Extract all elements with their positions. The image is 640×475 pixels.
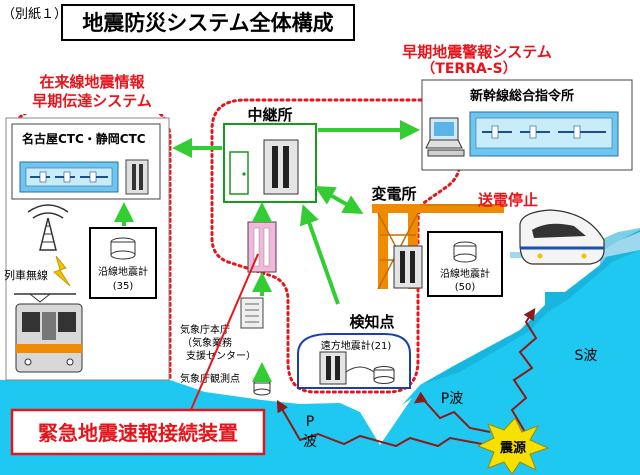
ctc-label: 名古屋CTC・静岡CTC <box>22 131 146 146</box>
arrow-detect-to-relay <box>299 204 340 305</box>
ctc-display-panel-icon <box>19 161 119 193</box>
p-wave-path-left <box>276 399 483 448</box>
detection-point-label: 検知点 <box>349 313 394 331</box>
wayside-seis-35-label: 沿線地震計 <box>98 265 148 278</box>
terra-s-name-line1: 早期地震警報システム <box>402 43 552 61</box>
jma-building-icon <box>240 297 264 329</box>
legacy-name-line1: 在来線地震情報 <box>39 73 145 91</box>
s-wave-path <box>510 308 538 433</box>
detection-seismometer-icon <box>345 366 395 384</box>
jma-hq-line2: （気象業務 <box>182 336 232 349</box>
p-wave-vertical-1: P <box>306 414 314 430</box>
seismometer-drum-icon <box>453 241 477 263</box>
rail-embankment <box>510 232 640 258</box>
substation-server-icon <box>393 245 423 289</box>
ground-gap <box>360 398 412 445</box>
wayside-seis-50-label: 沿線地震計 <box>440 267 490 280</box>
conventional-train-icon <box>14 293 83 373</box>
train-radio-label: 列車無線 <box>4 268 48 282</box>
page-title: 地震防災システム全体構成 <box>82 11 333 35</box>
command-display-panel-icon <box>469 111 619 157</box>
door-icon <box>229 151 249 195</box>
seismometer-drum-icon <box>110 237 136 260</box>
lightning-bolt-icon <box>53 255 71 287</box>
arrow-relay-substation <box>314 186 364 214</box>
wayside-seis-35-count: (35) <box>113 281 134 292</box>
legacy-name-line2: 早期伝達システム <box>32 92 152 110</box>
jma-station-label: 気象庁観測点 <box>180 372 240 385</box>
wayside-seis-50-count: (50) <box>455 282 476 293</box>
substation-label: 変電所 <box>371 185 416 203</box>
p-wave-vertical-2: 波 <box>303 434 317 450</box>
legacy-title-bg <box>20 70 170 114</box>
epicenter-label: 震源 <box>499 440 526 456</box>
s-wave-label: S波 <box>575 348 598 364</box>
eew-pointer-line <box>189 253 259 413</box>
eew-device-box <box>10 408 266 456</box>
p-wave-path-upper <box>414 391 491 433</box>
relay-station-label: 中継所 <box>247 106 292 124</box>
radio-tower-icon <box>27 204 69 251</box>
jma-hq-line1: 気象庁本庁 <box>180 323 230 336</box>
epicenter-star-icon <box>476 417 550 475</box>
relay-server-icon <box>263 139 299 195</box>
p-wave-label: P波 <box>441 391 463 407</box>
annex-label: （別紙１） <box>2 7 67 22</box>
computer-terminal-icon <box>425 117 465 157</box>
ctc-server-icon <box>125 159 149 195</box>
eew-device-label: 緊急地震速報接続装置 <box>38 421 238 445</box>
seismic-wave-paths <box>276 308 538 448</box>
title-box <box>61 4 355 41</box>
remote-seismometer-label: 遠方地震計(21) <box>321 339 392 352</box>
terra-s-name-line2: （TERRA-S） <box>421 61 516 77</box>
shinkansen-train-icon <box>519 209 605 265</box>
command-center-label: 新幹線総合指令所 <box>470 88 574 104</box>
data-flow-arrows <box>114 120 420 382</box>
jma-station-seismometer-icon <box>253 379 271 396</box>
eew-connector-server-icon <box>247 221 277 273</box>
detection-server-icon <box>319 351 347 385</box>
power-stop-label: 送電停止 <box>477 191 538 209</box>
jma-hq-line3: 支援センター） <box>186 349 256 362</box>
